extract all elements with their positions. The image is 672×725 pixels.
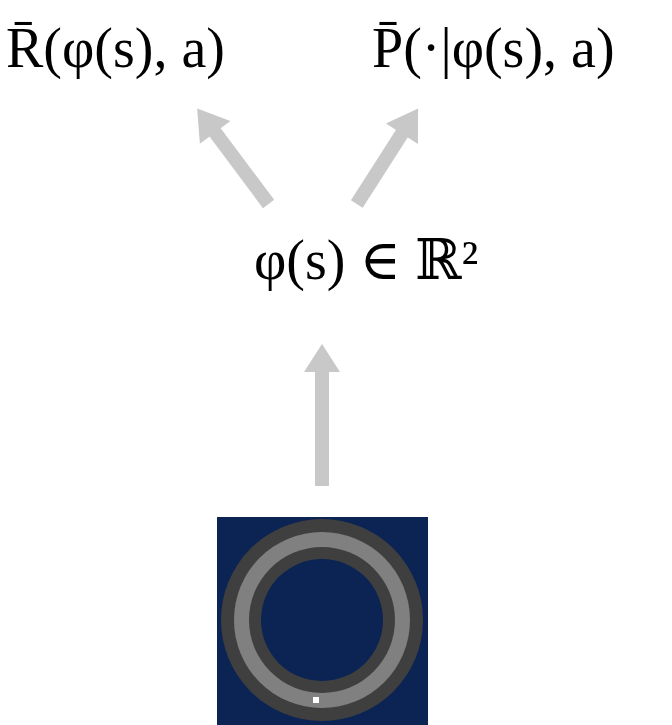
agent-dot [313,697,319,703]
arrow-shaft [212,128,269,204]
middle-ring [234,532,410,708]
math-text: P̄(·|φ(s), a) [372,16,615,80]
ring-center [261,559,383,681]
math-text: R̄(φ(s), a) [6,16,225,80]
outer-ring [221,519,423,721]
arrow-head [197,108,230,143]
encoder-arrowhead [304,344,340,372]
inner-ring [249,547,395,693]
observation-background [217,517,428,725]
math-label: R̄(φ(s), a) [2,14,229,82]
thick-arrow [357,108,418,204]
arrow-shaft [357,129,405,204]
math-text: φ(s) ∈ ℝ² [254,228,478,292]
encoder-arrow [315,368,329,486]
arrow-head [386,108,418,144]
thick-arrow [197,108,268,204]
math-label: φ(s) ∈ ℝ² [250,226,482,294]
math-label: P̄(·|φ(s), a) [368,14,619,82]
